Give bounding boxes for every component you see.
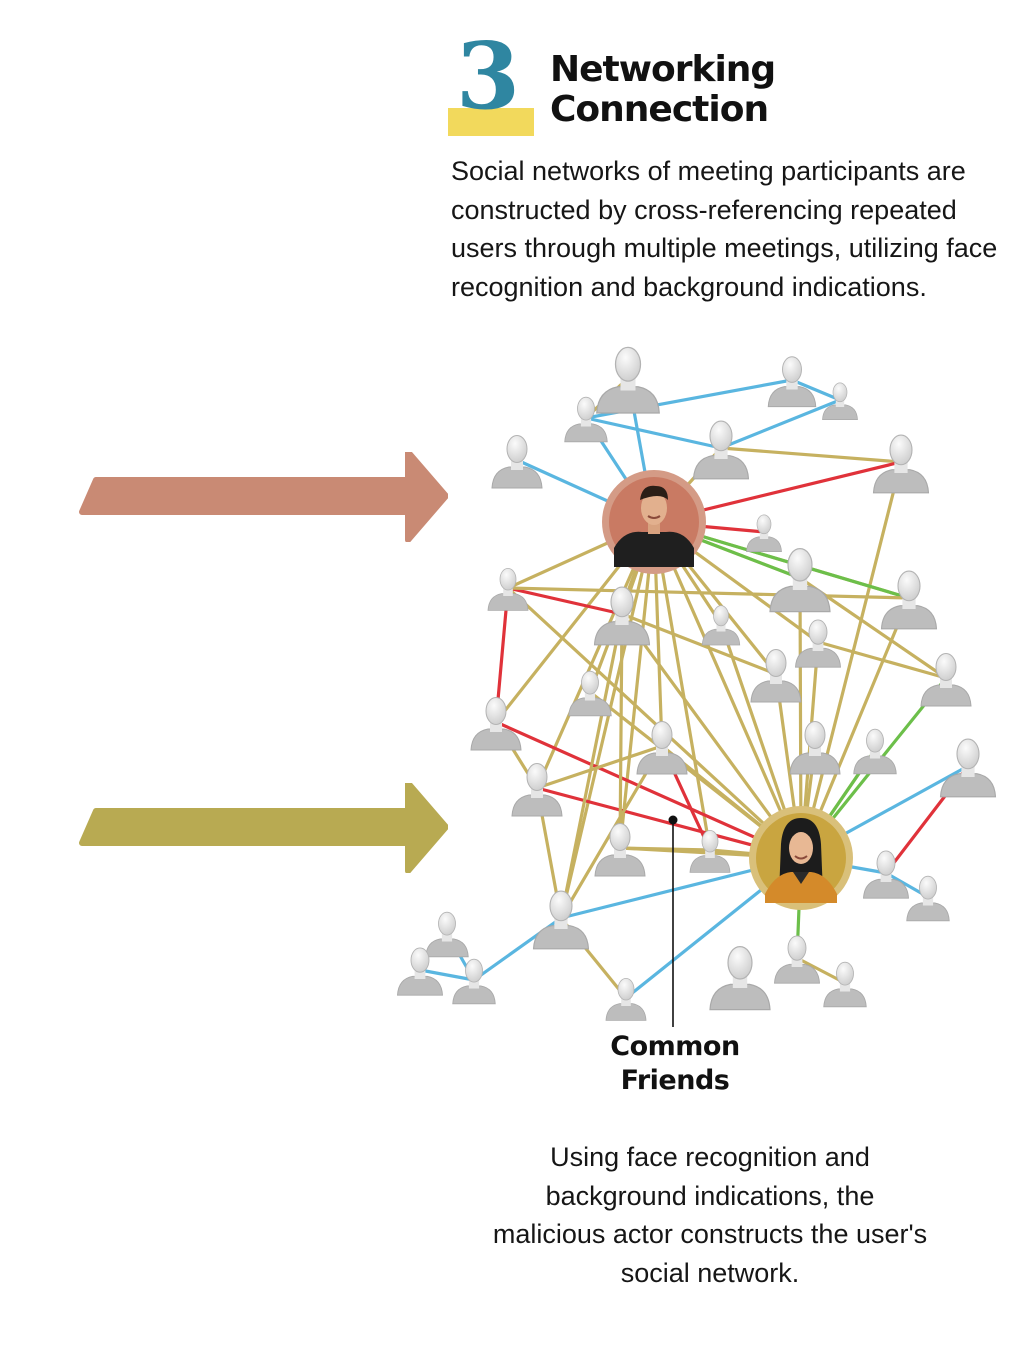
person-bust-icon	[789, 721, 841, 775]
arrow-shape	[79, 783, 448, 873]
person-bust-icon	[605, 977, 647, 1021]
male-user-avatar-icon	[602, 470, 706, 574]
person-bust-icon	[774, 935, 820, 984]
network-edge-blue	[719, 398, 842, 450]
network-edge-olive	[535, 744, 664, 790]
person-bust-icon	[872, 434, 930, 494]
network-edge-olive	[618, 846, 712, 852]
person-bust-icon	[767, 356, 817, 408]
step-number-underline	[448, 108, 534, 136]
network-nodes	[397, 346, 997, 1021]
network-edge-blue	[418, 968, 476, 982]
step-title-line1: Networking	[550, 49, 776, 90]
step-title-line2: Connection	[550, 89, 769, 130]
step-title: Networking Connection	[550, 49, 776, 130]
person-bust-icon	[511, 763, 563, 817]
network-edge-olive	[719, 446, 903, 464]
incoming-arrow-bottom	[79, 783, 448, 873]
person-bust-icon	[596, 346, 660, 414]
person-bust-icon	[750, 649, 802, 703]
person-bust-icon	[564, 396, 608, 443]
network-edge-olive	[652, 520, 803, 860]
step-number: 3	[456, 22, 521, 130]
person-bust-icon	[823, 961, 867, 1008]
network-edge-olive	[799, 460, 903, 860]
network-edge-olive	[618, 612, 624, 850]
person-bust-icon	[709, 945, 771, 1011]
step-badge: 3	[448, 30, 538, 140]
person-bust-icon	[425, 911, 469, 958]
network-edge-olive	[559, 520, 656, 920]
network-edge-olive	[506, 586, 803, 860]
network-edge-olive	[506, 586, 911, 600]
network-edge-blue	[790, 378, 842, 402]
person-bust-icon	[452, 958, 496, 1005]
network-edge-olive	[618, 520, 656, 850]
person-bust-icon	[746, 514, 782, 552]
person-bust-icon	[880, 570, 938, 630]
person-bust-icon	[920, 653, 972, 707]
person-bust-icon	[863, 850, 909, 899]
person-bust-icon	[906, 875, 950, 922]
person-bust-icon	[692, 420, 750, 480]
intro-paragraph: Social networks of meeting participants …	[451, 156, 998, 302]
person-bust-icon	[822, 382, 858, 420]
network-edge-red	[506, 586, 624, 616]
person-bust-icon	[701, 605, 741, 646]
female-user-avatar-icon	[749, 806, 853, 910]
pointer-dot	[668, 815, 678, 825]
person-bust-icon	[795, 619, 841, 668]
person-bust-icon	[397, 947, 443, 996]
person-bust-icon	[593, 586, 651, 646]
network-edge-olive	[559, 612, 624, 920]
person-bust-icon	[853, 728, 897, 775]
callout-line2: Friends	[620, 1065, 730, 1096]
incoming-arrow-top	[79, 452, 448, 542]
person-bust-icon	[939, 738, 997, 798]
person-bust-icon	[594, 823, 646, 877]
bottom-caption: Using face recognition and background in…	[492, 1142, 928, 1288]
person-bust-icon	[487, 567, 529, 611]
common-friends-pointer	[668, 815, 678, 1027]
person-bust-icon	[636, 721, 688, 775]
person-bust-icon	[470, 697, 522, 751]
person-bust-icon	[532, 890, 590, 950]
network-edge-olive	[620, 612, 778, 676]
network-edge-olive	[816, 640, 948, 680]
arrow-shape	[79, 452, 448, 542]
person-bust-icon	[568, 670, 612, 717]
person-bust-icon	[689, 829, 731, 873]
network-hubs	[602, 470, 853, 910]
network-edge-red	[494, 720, 803, 860]
person-bust-icon	[491, 435, 543, 489]
person-bust-icon	[769, 547, 831, 613]
callout-line1: Common	[610, 1031, 740, 1062]
common-friends-label: Common Friends	[590, 1030, 760, 1098]
network-edge-olive	[652, 520, 712, 852]
network-edge-blue	[584, 416, 723, 450]
